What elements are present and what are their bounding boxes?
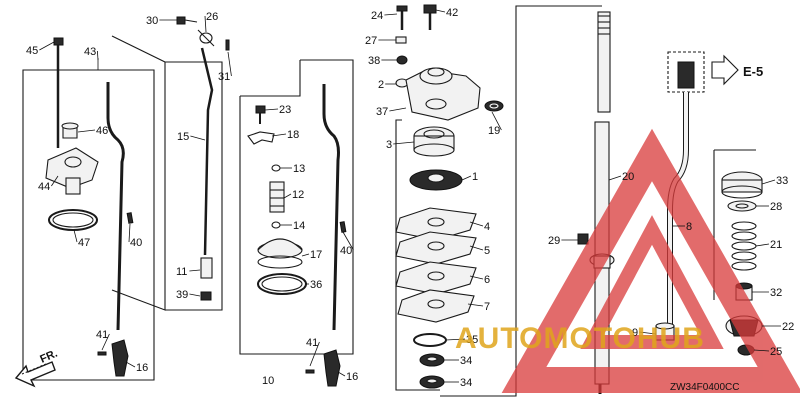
- callout-9: 9: [632, 327, 638, 339]
- assembly-group-10: [111, 16, 354, 387]
- callout-22: 22: [782, 321, 794, 333]
- leader-line: [393, 141, 415, 145]
- callout-42: 42: [446, 7, 458, 19]
- diagram-code: ZW34F0400CC: [670, 382, 739, 393]
- water-pump-stack: [395, 4, 504, 391]
- leader-line: [435, 9, 446, 13]
- leader-line: [189, 269, 201, 272]
- callout-4: 4: [484, 221, 490, 233]
- leader-line: [77, 129, 96, 133]
- callout-34: 34: [460, 377, 472, 389]
- leader-line: [309, 341, 320, 367]
- leader-line: [461, 175, 472, 181]
- callout-26: 26: [206, 11, 218, 23]
- leader-line: [227, 51, 232, 77]
- callout-23: 23: [279, 104, 291, 116]
- callout-38: 38: [368, 55, 380, 67]
- leader-line: [342, 231, 354, 251]
- callout-39: 39: [176, 289, 188, 301]
- leader-line: [204, 15, 207, 33]
- callout-6: 6: [484, 274, 490, 286]
- leader-line: [491, 111, 502, 131]
- callout-3: 3: [386, 139, 392, 151]
- callout-46: 46: [96, 125, 108, 137]
- leader-line: [39, 41, 55, 51]
- callout-11: 11: [176, 266, 187, 278]
- front-label: FR.: [38, 348, 59, 366]
- callout-33: 33: [776, 175, 788, 187]
- callout-17: 17: [310, 249, 322, 261]
- watermark-logo: [501, 128, 800, 393]
- callout-36: 36: [310, 279, 322, 291]
- callout-28: 28: [770, 201, 782, 213]
- callout-43: 43: [84, 46, 96, 58]
- callout-16: 16: [346, 371, 358, 383]
- callout-2: 2: [378, 79, 384, 91]
- leader-line: [128, 223, 131, 243]
- callout-44: 44: [38, 181, 50, 193]
- leader-lines: [39, 9, 781, 383]
- callout-15: 15: [177, 131, 189, 143]
- leader-line: [97, 50, 99, 61]
- callout-30: 30: [146, 15, 158, 27]
- callout-13: 13: [293, 163, 305, 175]
- callout-35: 35: [466, 334, 478, 346]
- leader-line: [190, 135, 206, 141]
- leader-line: [125, 361, 136, 368]
- leader-line: [608, 175, 622, 181]
- callout-20: 20: [622, 171, 634, 183]
- callout-31: 31: [218, 71, 230, 83]
- callout-29: 29: [548, 235, 560, 247]
- callout-27: 27: [365, 35, 377, 47]
- leader-line: [189, 293, 201, 297]
- callout-1: 1: [472, 171, 478, 183]
- callout-14: 14: [293, 220, 305, 232]
- leader-line: [271, 133, 287, 137]
- callout-18: 18: [287, 129, 299, 141]
- callout-10: 10: [262, 375, 274, 387]
- callout-8: 8: [686, 221, 692, 233]
- leader-line: [469, 275, 484, 280]
- callout-19: 19: [488, 125, 500, 137]
- callout-40: 40: [340, 245, 352, 257]
- leader-line: [264, 108, 279, 111]
- leader-line: [389, 107, 407, 112]
- callout-32: 32: [770, 287, 782, 299]
- callout-41: 41: [96, 329, 108, 341]
- callout-25: 25: [770, 346, 782, 358]
- leader-line: [301, 253, 310, 257]
- callout-24: 24: [371, 10, 383, 22]
- callout-21: 21: [770, 239, 782, 251]
- callout-45: 45: [26, 45, 38, 57]
- watermark-text: AUTOMOTOHUB: [455, 322, 705, 355]
- leader-line: [51, 175, 59, 187]
- leader-line: [467, 303, 484, 307]
- leader-line: [469, 245, 484, 251]
- leader-line: [445, 338, 466, 341]
- callout-37: 37: [376, 106, 388, 118]
- leader-line: [337, 371, 346, 377]
- callout-34: 34: [460, 355, 472, 367]
- leader-line: [639, 331, 657, 335]
- leader-line: [384, 13, 398, 16]
- leader-line: [73, 229, 78, 243]
- leader-line: [283, 193, 292, 199]
- leader-line: [755, 243, 770, 247]
- callout-7: 7: [484, 301, 490, 313]
- leader-line: [753, 349, 770, 352]
- callout-47: 47: [78, 237, 90, 249]
- front-direction-arrow: [14, 361, 56, 388]
- callout-12: 12: [292, 189, 304, 201]
- reference-label: E-5: [743, 64, 763, 79]
- leader-line: [761, 179, 776, 185]
- leader-line: [101, 333, 110, 351]
- callout-40: 40: [130, 237, 142, 249]
- leader-line: [469, 221, 484, 227]
- callout-16: 16: [136, 362, 148, 374]
- assembly-group-43: [22, 37, 155, 381]
- callout-41: 41: [306, 337, 318, 349]
- callout-5: 5: [484, 245, 490, 257]
